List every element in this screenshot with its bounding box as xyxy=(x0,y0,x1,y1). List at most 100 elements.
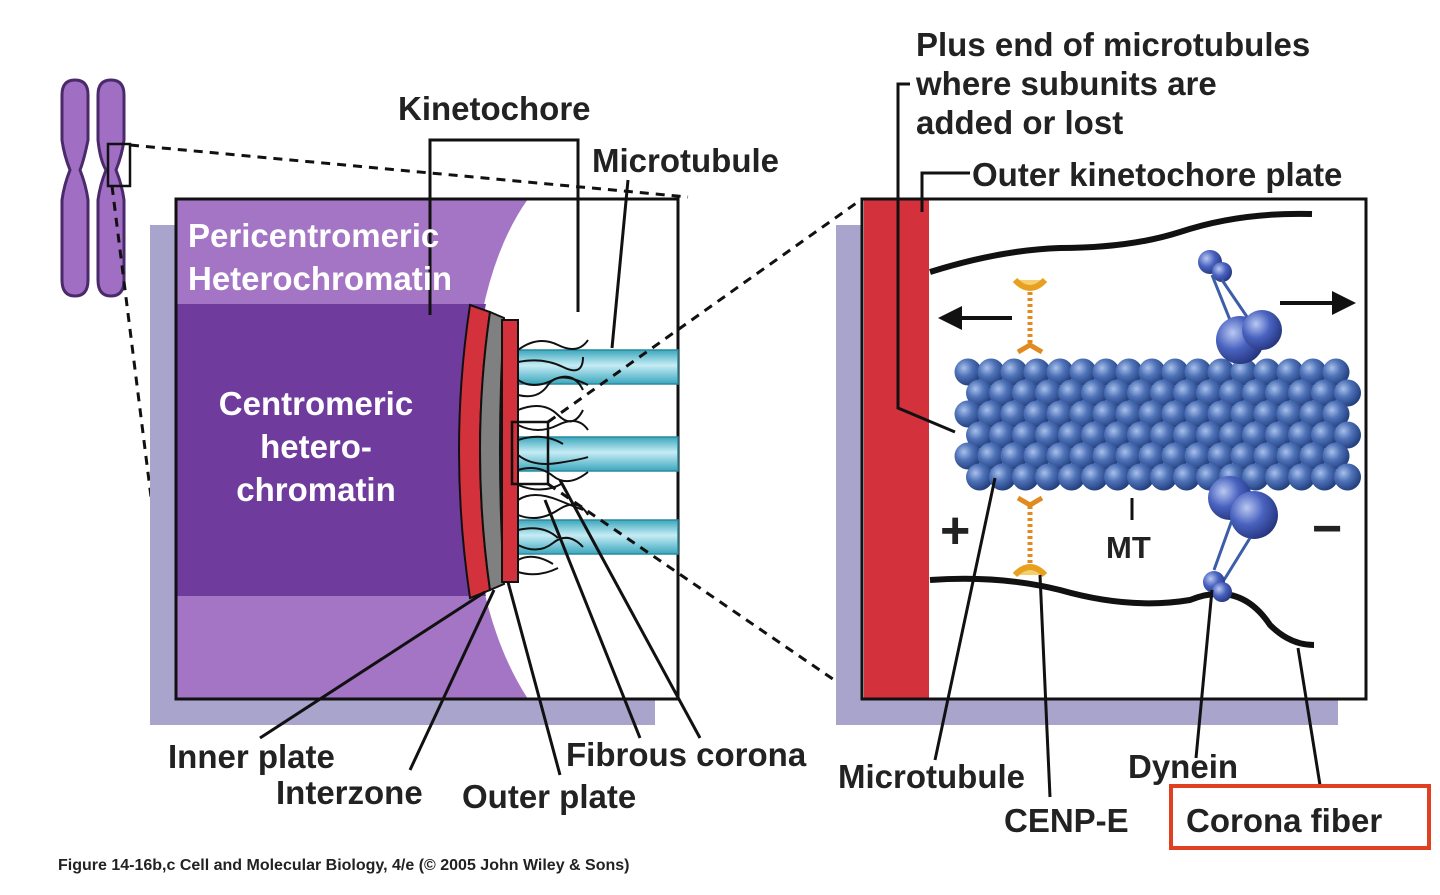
tubulin-subunit xyxy=(1265,463,1292,491)
tubulin-subunit xyxy=(1242,421,1269,449)
tubulin-subunit xyxy=(1104,421,1131,449)
tubulin-subunit xyxy=(1127,463,1154,491)
tubulin-subunit xyxy=(1069,400,1097,428)
tubulin-subunit xyxy=(1242,463,1269,491)
tubulin-subunit xyxy=(1023,400,1051,428)
label-cenp-e: CENP-E xyxy=(1004,802,1129,839)
tubulin-subunit xyxy=(1173,379,1200,407)
tubulin-subunit xyxy=(1104,379,1131,407)
zoom-line-top xyxy=(129,143,689,199)
tubulin-subunit xyxy=(1299,400,1327,428)
tubulin-subunit xyxy=(989,421,1016,449)
tubulin-subunit xyxy=(1092,358,1120,386)
tubulin-subunit xyxy=(1058,421,1085,449)
tubulin-subunit xyxy=(1035,379,1062,407)
tubulin-subunit xyxy=(954,400,982,428)
tubulin-subunit xyxy=(1196,421,1223,449)
tubulin-subunit xyxy=(1288,379,1315,407)
tubulin-subunit xyxy=(1081,463,1108,491)
tubulin-subunit xyxy=(1219,379,1246,407)
tubulin-subunit xyxy=(1035,421,1062,449)
cenp-e-motor xyxy=(1012,277,1048,578)
zoom-box-outer-plate xyxy=(510,420,550,486)
tubulin-subunit xyxy=(966,379,993,407)
label-plus-end-1: Plus end of microtubules xyxy=(916,26,1310,63)
label-dynein: Dynein xyxy=(1128,748,1238,785)
tubulin-subunit xyxy=(1138,400,1166,428)
tubulin-subunit xyxy=(1311,421,1338,449)
tubulin-subunit xyxy=(1104,463,1131,491)
label-corona-fiber: Corona fiber xyxy=(1186,802,1382,839)
tubulin-subunit xyxy=(1299,358,1327,386)
tubulin-subunit xyxy=(1000,400,1028,428)
tubulin-subunit xyxy=(1081,421,1108,449)
tubulin-subunit xyxy=(1173,421,1200,449)
tubulin-subunit xyxy=(1012,379,1039,407)
tubulin-subunit xyxy=(1138,358,1166,386)
tubulin-subunit xyxy=(1173,463,1200,491)
label-inner-plate: Inner plate xyxy=(168,738,335,775)
label-outer-plate: Outer plate xyxy=(462,778,636,815)
label-centromeric-3: chromatin xyxy=(236,471,396,508)
tubulin-subunit xyxy=(1253,400,1281,428)
zoom-line-bottom xyxy=(110,185,178,697)
label-microtubule-bottom: Microtubule xyxy=(838,758,1025,795)
microtubule-1 xyxy=(517,349,679,385)
label-centromeric-1: Centromeric xyxy=(219,385,413,422)
tubulin-subunit xyxy=(1299,442,1327,470)
zoom-box-small xyxy=(106,142,132,188)
tubulin-subunit xyxy=(1265,379,1292,407)
tubulin-subunit xyxy=(1265,421,1292,449)
arrow-left xyxy=(938,306,1012,330)
label-pericentromeric-2: Heterochromatin xyxy=(188,260,452,297)
leader-lines xyxy=(259,82,1322,798)
label-microtubule-top: Microtubule xyxy=(592,142,779,179)
tubulin-subunit xyxy=(1207,400,1235,428)
tubulin-subunit xyxy=(1242,379,1269,407)
tubulin-subunit xyxy=(1127,379,1154,407)
label-fibrous-corona: Fibrous corona xyxy=(566,736,807,773)
tubulin-subunit xyxy=(1207,358,1235,386)
right-panel xyxy=(836,197,1368,725)
tubulin-subunit xyxy=(1023,358,1051,386)
tubulin-subunit xyxy=(1161,400,1189,428)
fibrous-corona-fibers xyxy=(517,339,589,576)
tubulin-subunit xyxy=(1288,421,1315,449)
tubulin-subunit xyxy=(1046,358,1074,386)
tubulin-subunit xyxy=(1081,379,1108,407)
tubulin-subunit xyxy=(989,379,1016,407)
tubulin-subunit xyxy=(1115,442,1143,470)
label-plus-end-3: added or lost xyxy=(916,104,1123,141)
outer-plate xyxy=(501,319,519,583)
label-mt: MT xyxy=(1106,530,1151,565)
tubulin-subunit xyxy=(1276,400,1304,428)
tubulin-subunit xyxy=(1219,421,1246,449)
zoom-line-right-top xyxy=(547,197,863,424)
microtubule-lattice xyxy=(954,358,1361,491)
tubulin-subunit xyxy=(1069,358,1097,386)
tubulin-subunit xyxy=(1161,358,1189,386)
tubulin-subunit xyxy=(1276,358,1304,386)
tubulin-subunit xyxy=(1334,421,1361,449)
tubulin-subunit xyxy=(1058,379,1085,407)
tubulin-subunit xyxy=(1069,442,1097,470)
tubulin-subunit xyxy=(977,358,1005,386)
tubulin-subunit xyxy=(1161,442,1189,470)
tubulin-subunit xyxy=(1207,442,1235,470)
tubulin-subunit xyxy=(1184,442,1212,470)
tubulin-subunit xyxy=(1046,442,1074,470)
centromeric-region xyxy=(176,304,486,596)
corona-fiber-highlight-box xyxy=(1169,784,1431,850)
tubulin-subunit xyxy=(1058,463,1085,491)
interzone xyxy=(479,310,506,592)
tubulin-subunit xyxy=(1092,442,1120,470)
microtubule-2 xyxy=(517,436,679,472)
tubulin-subunit xyxy=(1150,463,1177,491)
tubulin-subunit xyxy=(1184,400,1212,428)
tubulin-subunit xyxy=(1311,463,1338,491)
tubulin-subunit xyxy=(1035,463,1062,491)
tubulin-subunit xyxy=(1230,358,1258,386)
tubulin-subunit xyxy=(1288,463,1315,491)
tubulin-subunit xyxy=(1023,442,1051,470)
